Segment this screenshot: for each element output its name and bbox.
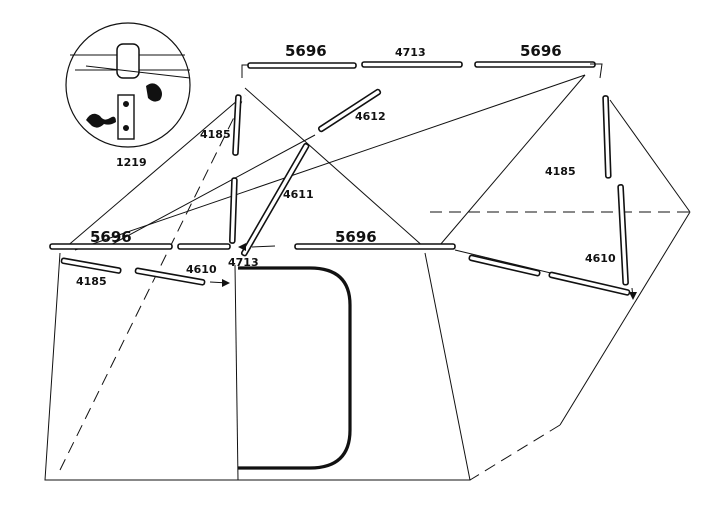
- left-upright-lower-rod: [229, 177, 238, 244]
- label-right-4610: 4610: [585, 252, 616, 265]
- right-upright-rod: [602, 95, 612, 179]
- label-top-left-5696: 5696: [285, 42, 327, 60]
- label-center-4611: 4611: [283, 188, 314, 201]
- label-left-eave-5696: 5696: [90, 228, 132, 246]
- eave-rods: [49, 243, 631, 296]
- top-rod-left: [247, 62, 357, 69]
- label-right-4185: 4185: [545, 165, 576, 178]
- top-rods: [241, 61, 603, 79]
- lower-rod-arrow: [134, 267, 206, 286]
- inset-detail: [65, 22, 191, 148]
- wing-nut-icon: [86, 113, 116, 128]
- label-mid-eave-5696: 5696: [335, 228, 377, 246]
- eave-rod-right-2: [548, 271, 631, 296]
- bracket-plate-icon: [117, 94, 135, 140]
- label-ridge-4612: 4612: [355, 110, 386, 123]
- eave-rod-right-1: [468, 254, 541, 277]
- assembly-arrows: [209, 243, 637, 300]
- door-panel: [238, 266, 352, 470]
- center-rod-4611: [240, 142, 310, 257]
- clamp-icon: [116, 43, 140, 79]
- eave-rod-left: [49, 243, 173, 250]
- label-center-4713: 4713: [228, 256, 259, 269]
- top-rod-right: [474, 61, 596, 68]
- label-left-4610: 4610: [186, 263, 217, 276]
- label-top-right-5696: 5696: [520, 42, 562, 60]
- awning-canvas-outline: [44, 74, 691, 481]
- label-inset-1219: 1219: [116, 156, 147, 169]
- wing-screw-icon: [146, 83, 162, 102]
- lower-rod-left: [60, 257, 122, 274]
- label-left-upright-4185: 4185: [200, 128, 231, 141]
- part-labels: 5696 4713 5696 4612 4185 4611 5696 5696 …: [76, 42, 616, 288]
- right-lower-rod: [617, 184, 629, 286]
- rafter-rods: [229, 88, 629, 286]
- ridge-rod-4612: [317, 88, 382, 133]
- eave-rod-short: [177, 243, 231, 250]
- left-upright-rod: [232, 94, 242, 156]
- eave-rod-mid: [294, 243, 456, 250]
- label-left-4185: 4185: [76, 275, 107, 288]
- label-top-mid-4713: 4713: [395, 46, 426, 59]
- top-rod-mid: [361, 61, 463, 68]
